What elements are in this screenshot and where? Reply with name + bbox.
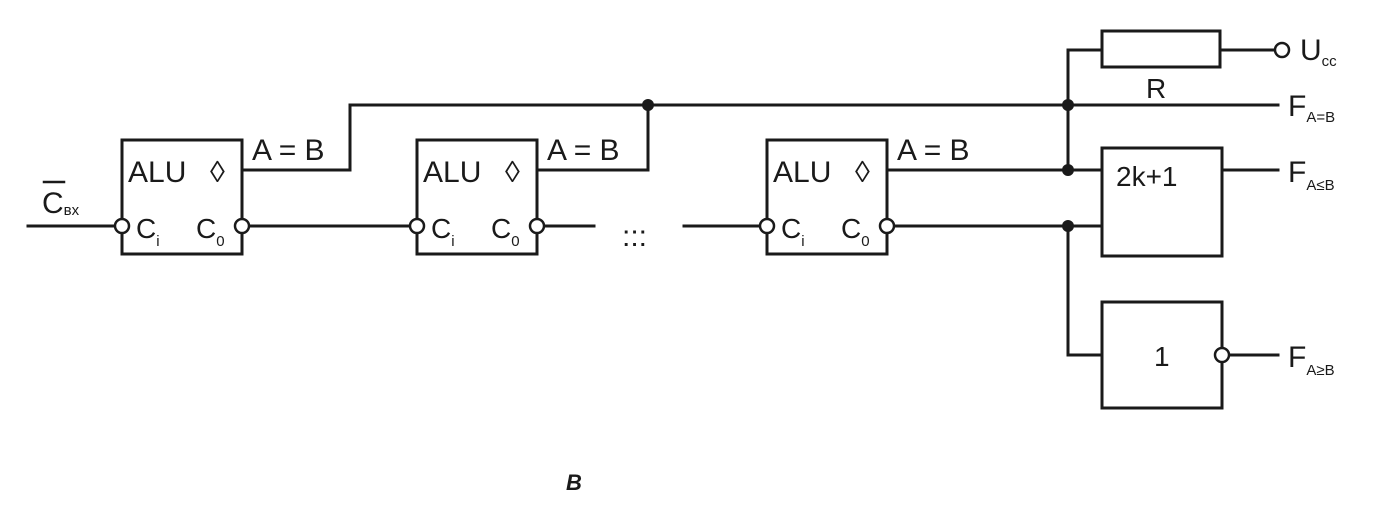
carry-out-label: C0	[491, 213, 520, 250]
carry-out-label: C0	[196, 213, 225, 250]
carry-in-label: Ci	[781, 213, 805, 250]
input-label-main: Cвх	[42, 187, 80, 220]
eq-output-label: A = B	[252, 134, 325, 167]
not-input-wire	[1066, 224, 1104, 357]
or-gate: 2k+1	[1100, 146, 1224, 258]
junctions	[642, 99, 1074, 232]
eq-output-label: A = B	[897, 134, 970, 167]
figure-caption: B	[566, 470, 582, 495]
carry-in-port-icon	[408, 217, 426, 235]
carry-in-label: Ci	[431, 213, 455, 250]
junction-dot	[642, 99, 654, 111]
wires	[26, 48, 1280, 357]
gate-body	[1100, 146, 1224, 258]
alu-block-2: ALU ◊ Ci C0 A = B	[408, 134, 620, 256]
alu-flag-icon: ◊	[855, 156, 870, 189]
output-ge-label: FA≥B	[1288, 341, 1335, 379]
eq-wire-2	[535, 103, 650, 172]
carry-out-port-icon	[528, 217, 546, 235]
resistor-label: R	[1146, 73, 1166, 104]
alu-body	[415, 138, 539, 256]
alu-flag-icon: ◊	[505, 156, 520, 189]
carry-out-port-icon	[233, 217, 251, 235]
output-eq-label: FA=B	[1288, 90, 1335, 126]
carry-out-port-icon	[878, 217, 896, 235]
alu-flag-icon: ◊	[210, 156, 225, 189]
carry-out-label: C0	[841, 213, 870, 250]
carry-in-port-icon	[758, 217, 776, 235]
alu-title: ALU	[423, 156, 481, 189]
eq-output-label: A = B	[547, 134, 620, 167]
output-le-label: FA≤B	[1288, 156, 1335, 194]
resistor-body	[1100, 29, 1222, 69]
alu-block-1: ALU ◊ Ci C0 A = B	[113, 134, 325, 256]
chain-ellipsis: :::	[622, 220, 647, 253]
gate-label: 2k+1	[1116, 161, 1178, 192]
carry-in-port-icon	[113, 217, 131, 235]
gate-body	[1100, 300, 1224, 410]
alu-block-3: ALU ◊ Ci C0 A = B	[758, 134, 970, 256]
gate-label: 1	[1154, 341, 1170, 372]
alu-title: ALU	[773, 156, 831, 189]
eq-wire-1	[240, 103, 650, 172]
inverter-bubble-icon	[1213, 346, 1231, 364]
not-gate: 1	[1100, 300, 1231, 410]
pullup-resistor: R Ucc	[1100, 29, 1337, 104]
output-labels: FA=B FA≤B FA≥B	[1288, 90, 1335, 379]
input-label: Cвх	[42, 180, 80, 220]
alu-title: ALU	[128, 156, 186, 189]
junction-dot	[1062, 220, 1074, 232]
supply-terminal-icon	[1273, 41, 1291, 59]
alu-body	[120, 138, 244, 256]
junction-dot	[1062, 99, 1074, 111]
carry-in-label: Ci	[136, 213, 160, 250]
alu-body	[765, 138, 889, 256]
junction-dot	[1062, 164, 1074, 176]
supply-label: Ucc	[1300, 34, 1337, 70]
